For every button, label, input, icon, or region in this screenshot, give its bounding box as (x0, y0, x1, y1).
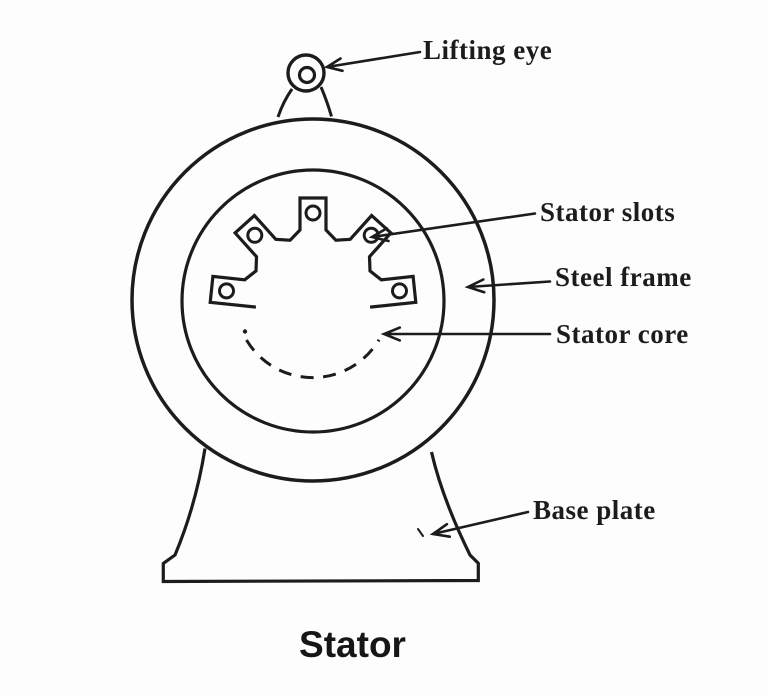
steel-frame-arrow (464, 278, 552, 294)
steel-frame-outer-circle (130, 117, 496, 483)
lifting-eye-hole (297, 65, 317, 85)
lifting-eye-outer-ring (286, 53, 326, 93)
base-plate-path (161, 448, 480, 584)
stator-slots-teeth-path (208, 196, 418, 309)
slot-hole-right (391, 282, 408, 300)
label-base-plate: Base plate (533, 495, 656, 525)
figure-caption: Stator (299, 624, 406, 665)
lifting-eye-pedestal-right (319, 86, 333, 117)
stator-core-dashed-arc (245, 338, 381, 380)
label-stator-core: Stator core (556, 319, 689, 349)
stator-slots-arrow (368, 212, 537, 243)
lifting-eye-arrow (323, 50, 422, 73)
slot-hole-upper-left (246, 226, 264, 244)
label-steel-frame: Steel frame (555, 262, 692, 292)
base-plate-arrow (429, 510, 530, 538)
dashed-arc-start-dot (242, 329, 248, 334)
stator-core-circle (180, 168, 446, 434)
stray-pen-mark (417, 528, 424, 537)
lifting-eye-pedestal-left (276, 88, 294, 118)
label-stator-slots: Stator slots (540, 197, 676, 227)
label-lifting-eye: Lifting eye (423, 35, 553, 65)
stator-core-arrow (380, 326, 552, 342)
slot-hole-left (218, 282, 235, 300)
slot-hole-top (304, 204, 322, 222)
